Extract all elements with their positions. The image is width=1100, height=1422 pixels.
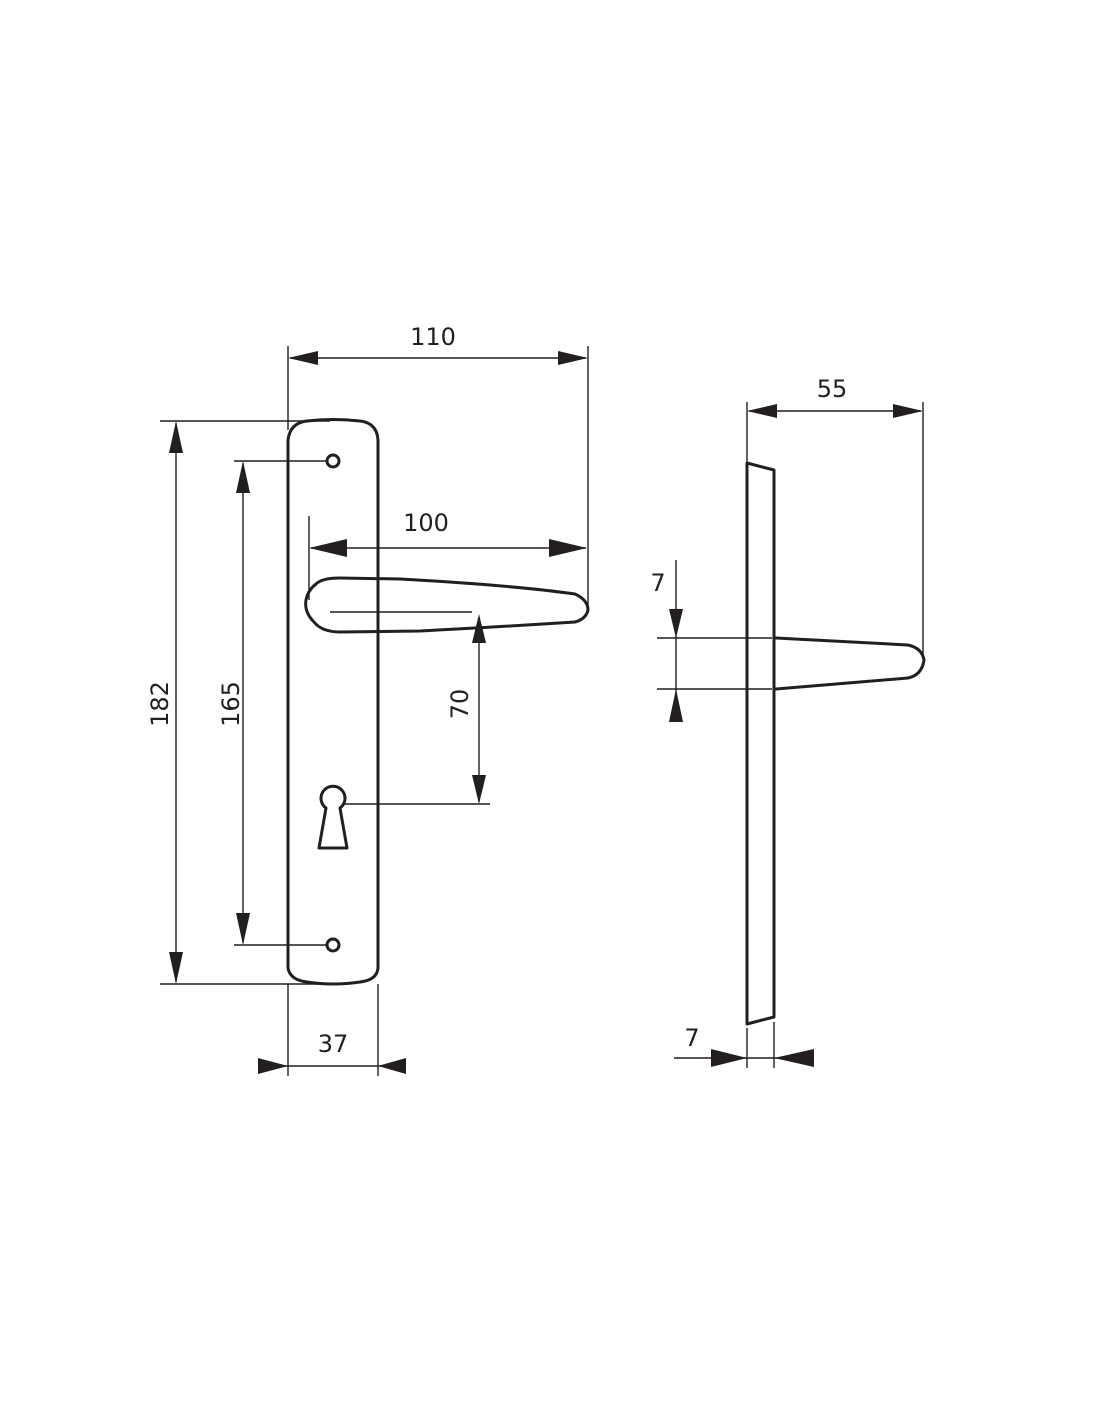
dimension-plate-thickness-label: 7: [684, 1024, 699, 1052]
dimension-side-projection-label: 55: [817, 375, 848, 403]
keyhole: [317, 784, 349, 850]
dimension-handle-to-keyhole-label: 70: [446, 689, 474, 720]
dimension-plate-thickness: 7: [674, 1022, 814, 1068]
dimension-screw-spacing: 165: [217, 460, 326, 946]
dimension-lever-length: 100: [308, 509, 587, 600]
bottom-screw-hole: [325, 937, 341, 953]
front-back-plate: [286, 418, 380, 986]
top-screw-hole: [325, 453, 341, 469]
dimension-plate-width: 37: [258, 984, 406, 1076]
dimension-plate-width-label: 37: [318, 1030, 349, 1058]
dimension-handle-projection-label: 110: [410, 323, 456, 351]
dimension-screw-spacing-label: 165: [217, 681, 245, 727]
dimension-lever-thickness: 7: [650, 560, 772, 722]
front-view: 110 100 182 165: [146, 323, 590, 1076]
dimension-lever-length-label: 100: [403, 509, 449, 537]
dimension-lever-thickness-label: 7: [650, 569, 665, 597]
front-lever-handle: [304, 576, 590, 634]
dimension-plate-height-label: 182: [146, 681, 174, 727]
side-back-plate: [745, 461, 776, 1026]
dimension-side-projection: 55: [746, 375, 924, 655]
side-view: 55 7 7: [650, 375, 926, 1068]
side-lever-handle: [774, 636, 926, 691]
dimension-handle-to-keyhole: 70: [342, 614, 490, 805]
dimension-handle-projection: 110: [287, 323, 589, 610]
dimension-plate-height: 182: [146, 420, 330, 985]
